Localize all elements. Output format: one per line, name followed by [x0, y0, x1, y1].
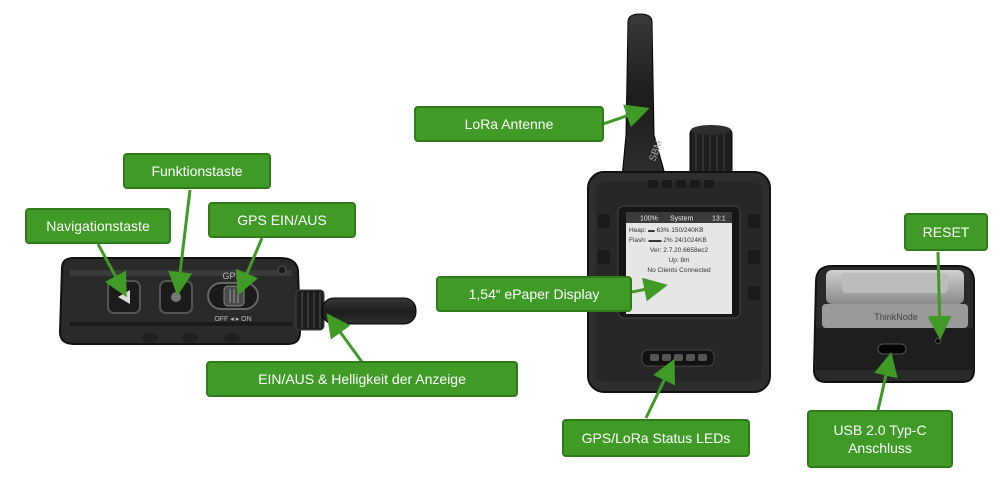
callout-usb-line1: USB 2.0 Typ-C [833, 422, 927, 438]
callout-ein-aus-helligkeit: EIN/AUS & Helligkeit der Anzeige [206, 361, 518, 397]
side-gps-label: GPS [222, 271, 241, 281]
callout-navigationstaste: Navigationstaste [25, 208, 171, 244]
callout-reset-text: RESET [922, 224, 970, 240]
arrow-reset [927, 251, 952, 340]
callout-ein-aus-helligkeit-text: EIN/AUS & Helligkeit der Anzeige [258, 371, 466, 387]
reset-hole[interactable] [935, 338, 941, 344]
antenna-front [621, 13, 667, 179]
screen-line-flash: Flash: ▬▬ 2% 24/1024KB [629, 237, 707, 244]
callout-status-leds: GPS/LoRa Status LEDs [562, 419, 750, 457]
callout-usb-line2: Anschluss [848, 440, 912, 456]
callout-epaper-display: 1,54“ ePaper Display [436, 276, 632, 312]
callout-lora-antenne: LoRa Antenne [414, 106, 604, 142]
screen-line-uptime: Up: 8m [669, 257, 690, 264]
callout-gps-ein-aus-text: GPS EIN/AUS [237, 212, 327, 228]
callout-gps-ein-aus: GPS EIN/AUS [208, 202, 356, 238]
callout-status-leds-text: GPS/LoRa Status LEDs [581, 430, 731, 446]
screen-line-version: Ver: 2.7.20.6658ec2 [650, 247, 709, 254]
arrow-epaper [631, 277, 668, 302]
screen-header-battery: 100% [640, 216, 658, 223]
arrow-navigationstaste [96, 243, 127, 298]
callout-funktionstaste-text: Funktionstaste [151, 163, 243, 179]
side-off-on-label: OFF ◂ ▸ ON [214, 316, 251, 323]
arrow-power-knob [326, 313, 364, 363]
screen-header-title: System [670, 216, 694, 223]
callout-reset: RESET [904, 213, 988, 251]
callout-funktionstaste: Funktionstaste [123, 153, 271, 189]
screen-line-clients: No Clients Connected [647, 267, 711, 274]
antenna-side [321, 297, 417, 325]
screen-header-time: 13:1 [712, 216, 726, 223]
arrow-funktionstaste [168, 189, 193, 296]
callout-navigationstaste-text: Navigationstaste [46, 218, 150, 234]
brand-label: ThinkNode [874, 312, 918, 322]
arrow-gps-switch [235, 237, 264, 296]
device-usb-view: ThinkNode [812, 265, 975, 383]
usb-c-port[interactable] [877, 343, 907, 355]
callout-epaper-display-text: 1,54“ ePaper Display [468, 286, 600, 302]
callout-arrows [96, 104, 952, 419]
device-front-view: SBM 100% System 13:1 Heap: ▬ 63% 150/24 [587, 13, 771, 393]
screen-line-heap: Heap: ▬ 63% 150/240KB [629, 227, 703, 234]
callout-usb: USB 2.0 Typ-C Anschluss [807, 410, 953, 468]
callout-lora-antenne-text: LoRa Antenne [464, 116, 554, 132]
arrow-lora-antenne [602, 104, 650, 128]
arrow-status-leds [644, 358, 676, 419]
arrow-usb [874, 352, 898, 411]
